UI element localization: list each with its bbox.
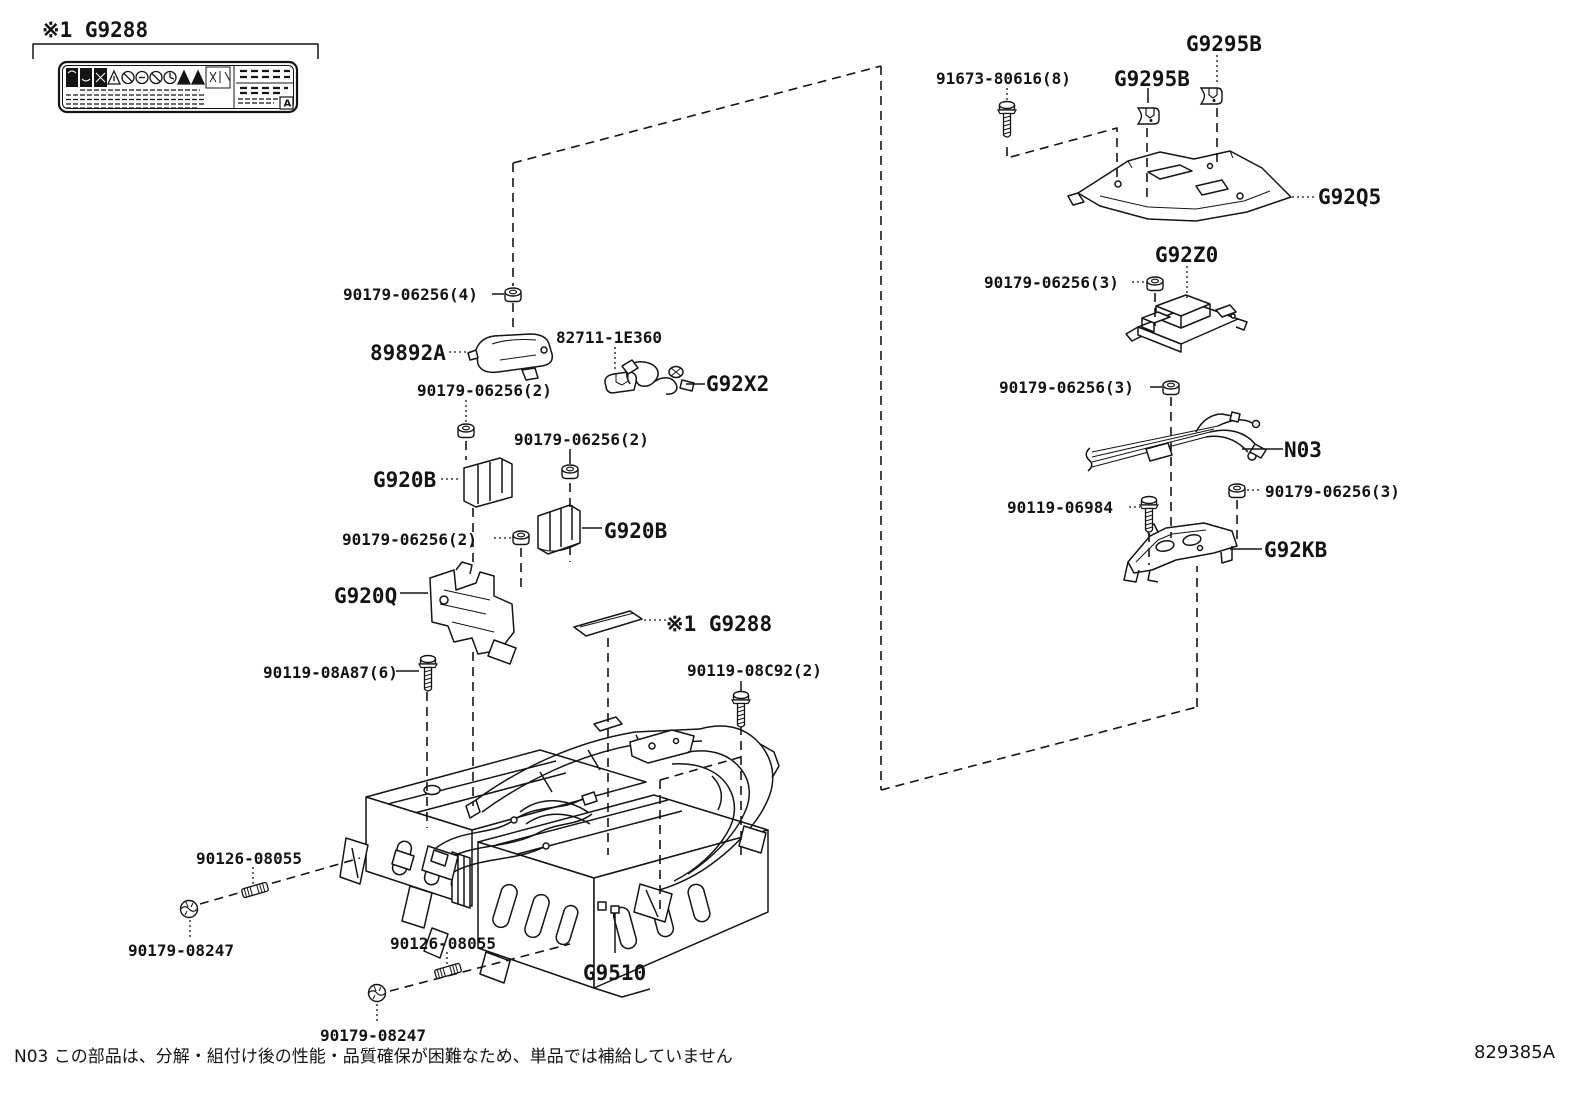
label-90179-08247-right: 90179-08247 [320, 1026, 426, 1045]
label-89892a: 89892A [370, 341, 446, 365]
part-82711-clamp-drawing [604, 371, 638, 394]
stud-icon [433, 962, 463, 980]
label-82711-1e360: 82711-1E360 [556, 328, 662, 347]
figure-code: 829385A [1474, 1042, 1556, 1063]
bolt-icon [997, 100, 1017, 138]
label-90119-08a87: 90119-08A87(6) [263, 663, 398, 682]
part-g92kb-bracket-drawing [1123, 522, 1238, 583]
part-g92z0-drawing [1125, 294, 1248, 353]
label-g9295b-left: G9295B [1114, 67, 1190, 91]
label-revision-mark: A [284, 99, 292, 110]
part-g92x2-wire-drawing [621, 359, 695, 395]
warning-label: A [32, 43, 319, 114]
label-90179-06256-2-rt: 90179-06256(2) [514, 430, 649, 449]
label-g92kb: G92KB [1264, 538, 1327, 562]
part-g920b-right-drawing [537, 504, 581, 555]
bolt-icon [418, 654, 438, 692]
part-g9288-sticker-drawing [573, 610, 643, 637]
label-g9288-top: ※1 G9288 [42, 18, 148, 42]
warning-symbol-icons [106, 69, 206, 85]
part-g92q5-cover-drawing [1067, 150, 1292, 222]
label-g920b-right: G920B [604, 519, 667, 543]
nut-icon [1162, 380, 1180, 396]
label-g92z0: G92Z0 [1155, 243, 1218, 267]
label-g9510: G9510 [583, 961, 646, 985]
part-g920q-bracket-drawing [429, 561, 517, 665]
label-90179-08247-left: 90179-08247 [128, 941, 234, 960]
nut-icon [1146, 276, 1164, 292]
label-g92q5: G92Q5 [1318, 185, 1381, 209]
label-90126-08055-right: 90126-08055 [390, 934, 496, 953]
leader-lines [189, 55, 1317, 1022]
label-g9295b-right: G9295B [1186, 32, 1262, 56]
part-n03-cable-drawing [1085, 411, 1267, 472]
nut-icon [1228, 483, 1246, 499]
label-90119-06984: 90119-06984 [1007, 498, 1113, 517]
part-g920b-left-drawing [463, 457, 513, 508]
label-90179-06256-4: 90179-06256(4) [343, 285, 478, 304]
callout-labels: ※1 G9288 91673-80616(8) G9295B G9295B G9… [42, 18, 1400, 1045]
part-g9510-battery-assembly-drawing [339, 716, 780, 998]
part-89892a-sensor-drawing [467, 333, 554, 381]
label-90179-06256-3-top: 90179-06256(3) [984, 273, 1119, 292]
warning-pictogram-tiles [66, 68, 107, 87]
label-90126-08055-left: 90126-08055 [196, 849, 302, 868]
label-90179-06256-2-top: 90179-06256(2) [417, 381, 552, 400]
label-n03: N03 [1284, 438, 1322, 462]
nut-icon [561, 464, 579, 480]
label-90179-06256-3-bot: 90179-06256(3) [1265, 482, 1400, 501]
label-91673-80616: 91673-80616(8) [936, 69, 1071, 88]
projection-lines [199, 65, 1238, 992]
label-g9288-sticker: ※1 G9288 [666, 612, 772, 636]
clip-icon [1200, 87, 1223, 105]
label-90179-06256-2-bot: 90179-06256(2) [342, 530, 477, 549]
label-g920b-left: G920B [373, 468, 436, 492]
stud-icon [240, 881, 270, 899]
capnut-icon [179, 899, 199, 919]
bolt-icon [731, 690, 751, 728]
nut-icon [512, 530, 530, 546]
label-g920q: G920Q [334, 584, 397, 608]
nut-icon [504, 287, 522, 303]
footnote-text: N03 この部品は、分解・組付け後の性能・品質確保が困難なため、単品では補給して… [14, 1047, 733, 1067]
nut-icon [457, 423, 475, 439]
label-90119-08c92: 90119-08C92(2) [687, 661, 822, 680]
clip-icon [1137, 107, 1160, 125]
capnut-icon [367, 983, 387, 1003]
label-90179-06256-3-mid: 90179-06256(3) [999, 378, 1134, 397]
label-g92x2: G92X2 [706, 372, 769, 396]
